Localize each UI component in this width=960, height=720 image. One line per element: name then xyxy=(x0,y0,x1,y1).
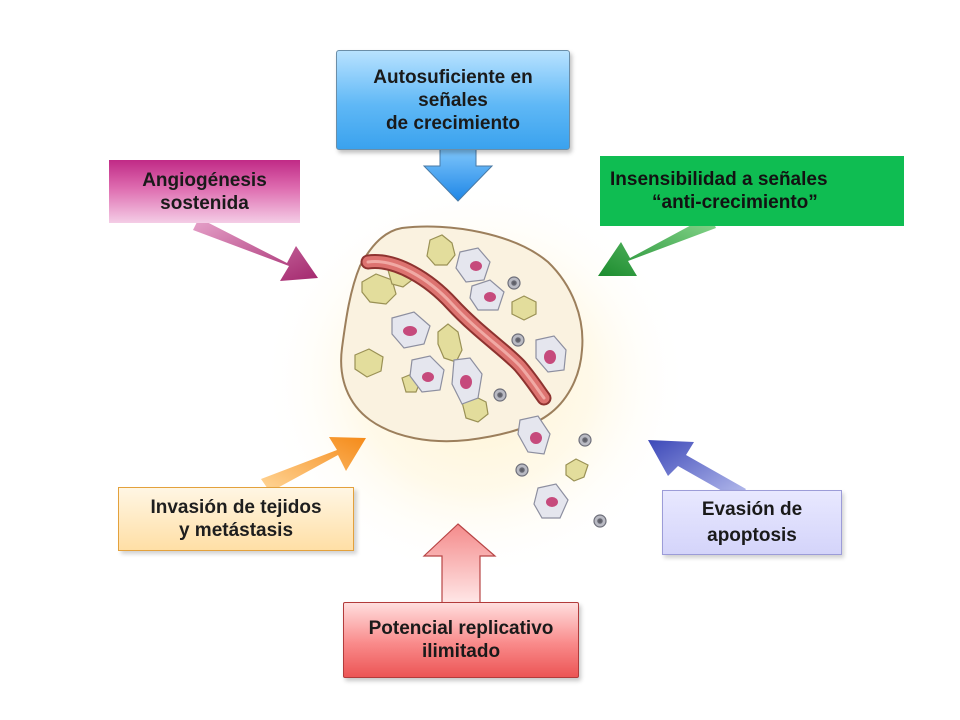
arrow-insensibilidad xyxy=(598,215,716,276)
label-insensibilidad-line-1: Insensibilidad a señales xyxy=(610,169,828,190)
label-insensibilidad-line-2: “anti-crecimiento” xyxy=(652,192,818,213)
label-invasion-line-2: y metástasis xyxy=(178,520,294,541)
arrow-evasion xyxy=(648,440,746,500)
label-potencial-line-2: ilimitado xyxy=(421,641,501,662)
tumor-cells xyxy=(391,247,569,519)
stromal-cells xyxy=(354,234,589,482)
label-angiogenesis: Angiogénesis sostenida xyxy=(109,160,300,223)
label-autosuficiente-line-3: de crecimiento xyxy=(385,112,521,134)
arrow-invasion xyxy=(261,437,366,492)
label-insensibilidad: Insensibilidad a señales “anti-crecimien… xyxy=(600,156,904,226)
label-angiogenesis-line-2: sostenida xyxy=(160,192,249,214)
label-angiogenesis-line-1: Angiogénesis xyxy=(142,169,267,191)
label-evasion-line-2: apoptosis xyxy=(707,524,797,546)
label-potencial: Potencial replicativo ilimitado xyxy=(343,602,579,678)
label-evasion-line-1: Evasión de xyxy=(701,498,803,520)
label-potencial-line-1: Potencial replicativo xyxy=(368,618,554,639)
label-autosuficiente: Autosuficiente en señales de crecimiento xyxy=(336,50,570,150)
arrow-angiogenesis xyxy=(193,218,318,281)
label-autosuficiente-line-2: señales xyxy=(418,89,488,111)
label-invasion-line-1: Invasión de tejidos xyxy=(150,497,322,518)
tumor-tissue xyxy=(340,225,607,528)
label-autosuficiente-line-1: Autosuficiente en xyxy=(373,66,533,88)
label-evasion: Evasión de apoptosis xyxy=(662,490,842,555)
label-invasion: Invasión de tejidos y metástasis xyxy=(118,487,354,551)
small-cells xyxy=(493,276,607,528)
